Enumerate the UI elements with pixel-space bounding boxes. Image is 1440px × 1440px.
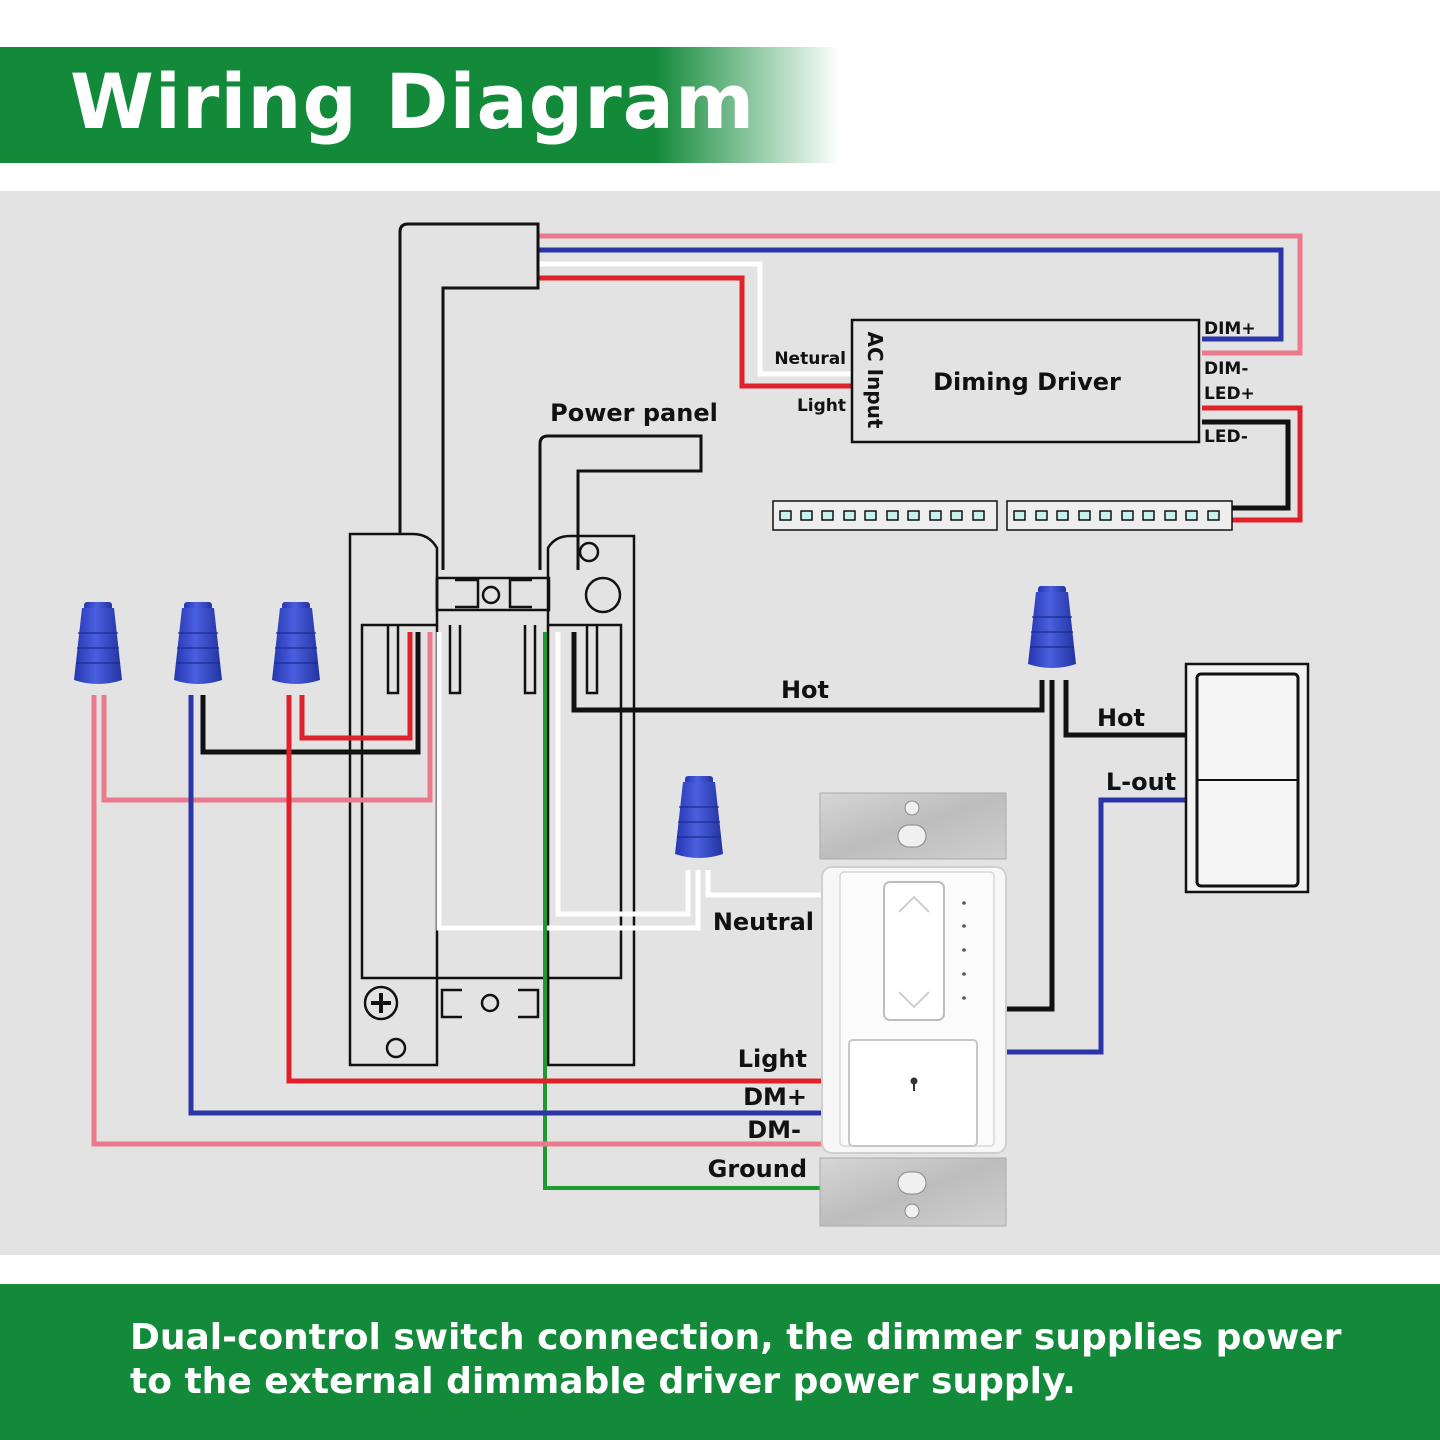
top-cable-bundle xyxy=(538,233,1303,389)
driver-light-label: Light xyxy=(797,396,846,416)
box-wires xyxy=(91,632,1186,1190)
driver-led-plus-label: LED+ xyxy=(1204,384,1255,404)
header-band xyxy=(0,47,840,163)
neutral-label: Neutral xyxy=(713,908,814,936)
led-strip xyxy=(772,500,1233,531)
driver-netural-label: Netural xyxy=(774,349,846,369)
l-out-label: L-out xyxy=(1106,768,1176,796)
led-output-wires xyxy=(1202,405,1303,523)
dm-minus-label: DM- xyxy=(747,1116,801,1144)
wire-nut xyxy=(674,775,724,859)
wire-white-top xyxy=(538,261,852,377)
dimmer-switch xyxy=(819,792,1007,1227)
power-panel-label: Power panel xyxy=(550,399,718,427)
wire-red-top xyxy=(538,275,852,389)
light-label: Light xyxy=(738,1045,807,1073)
driver-dim-plus-label: DIM+ xyxy=(1204,319,1256,339)
wire-nut xyxy=(271,601,321,685)
wire-pink-top xyxy=(538,233,1303,356)
wire-nut xyxy=(1027,585,1077,669)
rocker-switch xyxy=(1184,662,1310,894)
footer-caption: Dual-control switch connection, the dimm… xyxy=(130,1317,1342,1402)
wire-blue-top xyxy=(538,247,1284,342)
dm-plus-label: DM+ xyxy=(743,1083,807,1111)
page-title: Wiring Diagram xyxy=(70,57,756,146)
wire-nut xyxy=(73,601,123,685)
driver-dim-minus-label: DIM- xyxy=(1204,359,1248,379)
driver-ac-input: AC Input xyxy=(863,332,887,429)
driver-title: Diming Driver xyxy=(933,368,1121,396)
driver-led-minus-label: LED- xyxy=(1204,427,1248,447)
wire-nut xyxy=(173,601,223,685)
conduit-outline xyxy=(398,222,703,570)
ground-label: Ground xyxy=(708,1155,807,1183)
hot-main-label: Hot xyxy=(781,676,829,704)
dimming-driver: Diming Driver AC Input Netural Light DIM… xyxy=(774,318,1256,447)
footer-band xyxy=(0,1284,1440,1440)
hot-switch-label: Hot xyxy=(1097,704,1145,732)
